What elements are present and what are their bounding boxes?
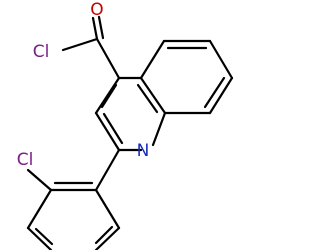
bond-c4a-c5 <box>139 39 166 80</box>
bond-carbonyl-c4 <box>95 37 121 80</box>
bond-c3-c2 <box>94 111 121 152</box>
bond-ph3-ph4-inner <box>34 227 54 246</box>
bond-c7-c8 <box>208 76 234 115</box>
bond-carbonyl-o-2 <box>97 15 105 40</box>
bond-ph5-ph6-inner <box>94 225 114 245</box>
bond-ph3-ph4 <box>26 226 53 250</box>
bond-c4-c3 <box>94 76 121 115</box>
bond-c2-phenyl <box>94 148 121 192</box>
bond-c4-c3-inner <box>100 83 118 109</box>
bond-c7-c8-inner <box>203 76 226 109</box>
molecule-structure: Cl O N Cl <box>17 0 234 250</box>
bond-lines <box>26 15 234 250</box>
bond-aryl-cl <box>26 168 53 192</box>
bond-c3-c2-inner <box>102 112 124 145</box>
bond-acyl-cl <box>61 37 99 52</box>
bond-carbonyl-o-1 <box>91 16 99 41</box>
bond-c6-c7 <box>208 39 234 80</box>
bond-ph6-ph1 <box>94 188 121 230</box>
bond-c8a-c4a-inner <box>136 83 159 114</box>
atom-aryl-chlorine: Cl <box>17 150 34 170</box>
bond-n-c8a <box>151 111 167 147</box>
bond-ph2-ph3 <box>26 188 53 230</box>
atom-acyl-chlorine: Cl <box>33 42 50 62</box>
atom-carbonyl-oxygen: O <box>90 0 103 20</box>
atom-ring-nitrogen: N <box>137 141 150 161</box>
bond-ph5-ph6 <box>94 226 121 250</box>
atom-labels: Cl O N Cl <box>17 0 150 170</box>
bond-c8a-c4a <box>139 76 167 115</box>
